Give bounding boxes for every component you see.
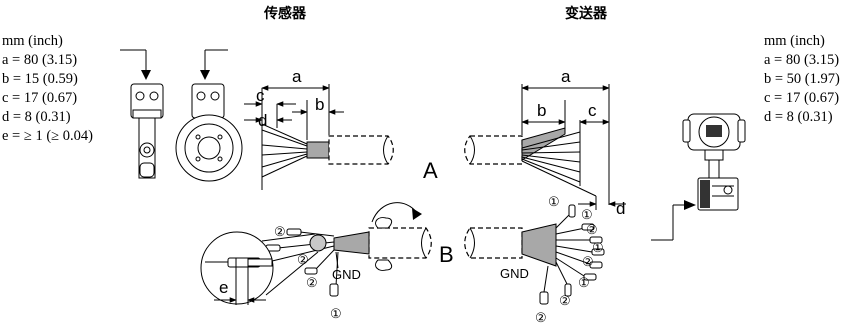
sensor-side-view (175, 49, 243, 182)
sensor-front-view (120, 49, 164, 179)
sensor-spec-d: d = 8 (0.31) (2, 109, 71, 125)
sensor-spec-b: b = 15 (0.59) (2, 71, 78, 87)
callout-two-2: ② (297, 252, 309, 267)
sensor-spec-unit: mm (inch) (2, 33, 63, 49)
callout-two-3: ② (306, 275, 318, 290)
callout-two-5: ② (582, 254, 594, 269)
dim-d-sensor: d (258, 111, 267, 130)
dim-b-transmitter: b (537, 101, 546, 120)
sensor-heading: 传感器 (263, 5, 307, 22)
callout-two-6: ② (559, 293, 571, 308)
gnd-label-transmitter: GND (500, 266, 529, 281)
callout-two-7: ② (535, 310, 547, 325)
transmitter-spec-a: a = 80 (3.15) (764, 52, 839, 68)
dim-a-sensor: a (292, 67, 302, 86)
callout-one-4: ① (592, 240, 604, 255)
dim-c-sensor: c (256, 86, 265, 105)
dim-e-sensor: e (219, 278, 228, 297)
transmitter-spec-list: mm (inch) a = 80 (3.15) b = 50 (1.97) c … (764, 33, 840, 125)
rotate-arrow (412, 208, 422, 220)
transmitter-spec-unit: mm (inch) (764, 33, 825, 49)
dim-b-sensor: b (315, 95, 324, 114)
dim-a-transmitter: a (561, 67, 571, 86)
callout-one-3: ① (581, 207, 593, 222)
transmitter-cable-a: a b c d (464, 67, 626, 218)
callout-one-5: ① (578, 275, 590, 290)
sensor-spec-c: c = 17 (0.67) (2, 90, 77, 106)
gnd-label-sensor: GND (332, 267, 361, 282)
callout-two-1: ② (274, 224, 286, 239)
transmitter-heading: 变送器 (565, 5, 608, 22)
transmitter-spec-c: c = 17 (0.67) (764, 90, 839, 106)
transmitter-spec-d: d = 8 (0.31) (764, 109, 833, 125)
dim-c-transmitter: c (588, 101, 597, 120)
section-a-label: A (423, 158, 438, 183)
sensor-cable-a: a c d b (244, 67, 394, 190)
callout-one-1: ① (330, 306, 342, 321)
callout-one-2: ① (548, 194, 560, 209)
callout-two-4: ② (586, 222, 598, 237)
sensor-cable-b: ② ② ② ① GND e (200, 202, 432, 321)
sensor-spec-e: e = ≥ 1 (≥ 0.04) (2, 128, 93, 144)
sensor-spec-list: mm (inch) a = 80 (3.15) b = 15 (0.59) c … (2, 33, 93, 144)
sensor-spec-a: a = 80 (3.15) (2, 52, 77, 68)
section-b-label: B (439, 242, 454, 267)
transmitter-spec-b: b = 50 (1.97) (764, 71, 840, 87)
transmitter-device (651, 113, 746, 241)
transmitter-cable-b: ① ① ② ① ② ① ② ② GND (464, 194, 605, 325)
dim-d-transmitter: d (616, 199, 625, 218)
